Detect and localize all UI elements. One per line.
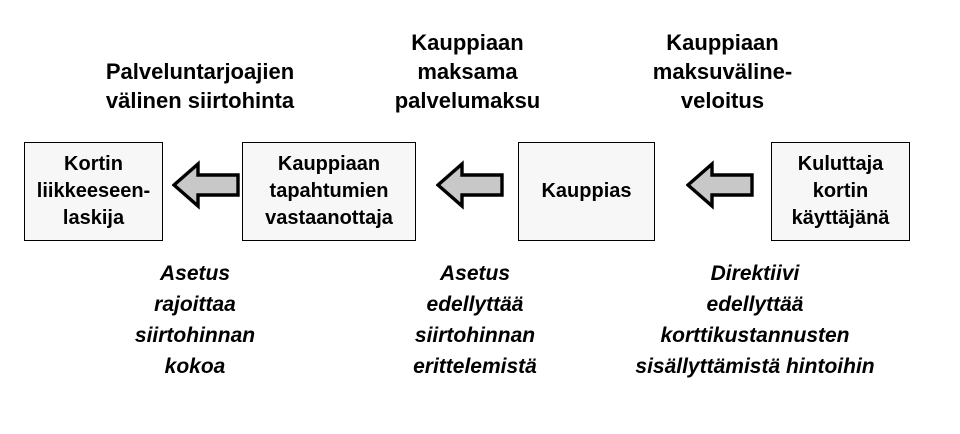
top-label-merchant-service-charge: Kauppiaan maksama palvelumaksu <box>394 30 541 113</box>
arrow-left-icon <box>686 160 754 210</box>
arrow-left-icon <box>436 160 504 210</box>
node-label: Kortin liikkeeseen- laskija <box>36 153 151 229</box>
top-label-interchange-fee: Palveluntarjoajien välinen siirtohinta <box>105 59 295 113</box>
arrow-left-icon <box>172 160 240 210</box>
node-box-acquirer: Kauppiaan tapahtumien vastaanottaja <box>242 142 416 241</box>
bottom-note-regulation-caps-interchange: Asetus rajoittaa siirtohinnan kokoa <box>134 262 256 378</box>
node-box-card-issuer: Kortin liikkeeseen- laskija <box>24 142 163 241</box>
bottom-note-regulation-requires-itemisation: Asetus edellyttää siirtohinnan erittelem… <box>413 262 537 378</box>
node-label: Kuluttaja kortin käyttäjänä <box>791 153 890 229</box>
node-box-merchant: Kauppias <box>518 142 655 241</box>
node-label: Kauppias <box>541 180 632 202</box>
node-label: Kauppiaan tapahtumien vastaanottaja <box>265 153 393 229</box>
top-label-merchant-surcharge: Kauppiaan maksuväline- veloitus <box>652 30 793 113</box>
node-box-consumer: Kuluttaja kortin käyttäjänä <box>771 142 910 241</box>
bottom-note-directive-requires-cost-inclusion: Direktiivi edellyttää korttikustannusten… <box>635 262 875 378</box>
